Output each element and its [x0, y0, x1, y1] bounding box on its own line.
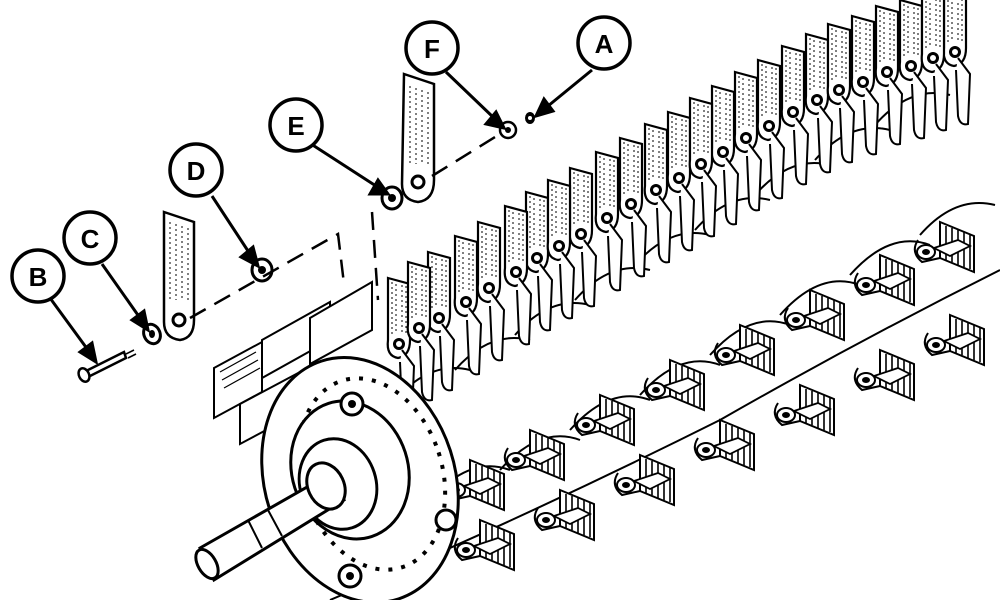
callout-label-f: F	[424, 34, 440, 64]
callout-label-a: A	[595, 29, 614, 59]
callout-label-b: B	[29, 262, 48, 292]
exploded-knife-top	[400, 72, 436, 204]
callout-f: F	[404, 20, 460, 76]
callout-e: E	[268, 97, 324, 153]
leader-arrows	[48, 68, 593, 366]
assembly-lines	[189, 132, 501, 320]
drive-shaft	[194, 461, 347, 583]
callout-a: A	[576, 15, 632, 71]
bolt	[77, 349, 137, 383]
callout-label-e: E	[287, 111, 304, 141]
callout-label-c: C	[81, 224, 100, 254]
nut-a	[525, 112, 535, 124]
exploded-knife-left	[162, 210, 196, 342]
callout-d: D	[168, 142, 224, 198]
callout-b: B	[10, 248, 66, 304]
callout-c: C	[62, 210, 118, 266]
callouts: A B C D E F	[10, 15, 632, 304]
callout-label-d: D	[187, 156, 206, 186]
